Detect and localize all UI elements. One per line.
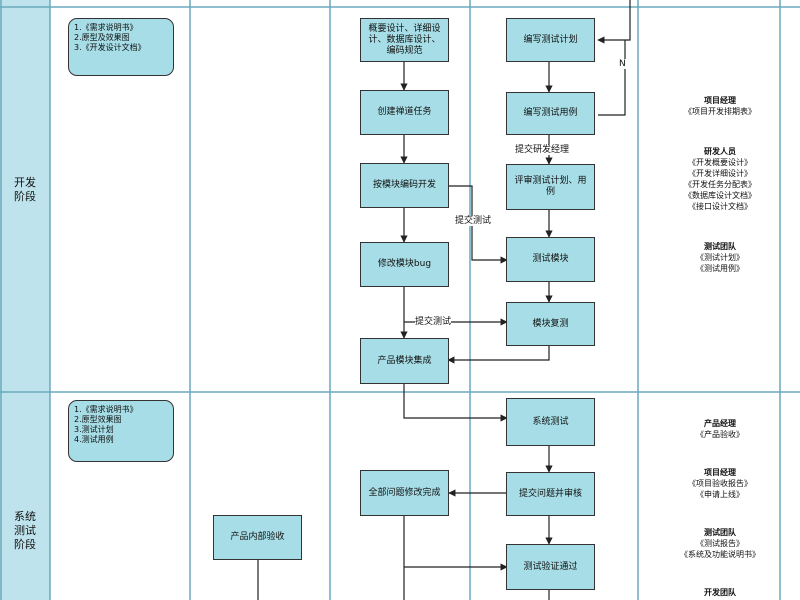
role-title: 研发人员: [704, 147, 736, 156]
node-verify-pass[interactable]: 测试验证通过: [506, 544, 595, 590]
doc-item: 1.《需求说明书》: [74, 405, 138, 414]
phase-label-test: 系统 测试 阶段: [14, 510, 36, 551]
role-item: 《项目开发排期表》: [684, 107, 756, 116]
role-item: 《系统及功能说明书》: [680, 550, 760, 559]
edge-label-submit-test-2: 提交测试: [415, 317, 452, 327]
node-create-task[interactable]: 创建禅道任务: [360, 90, 449, 135]
role-block: 测试团队 《测试报告》 《系统及功能说明书》: [640, 527, 800, 560]
node-integrate[interactable]: 产品模块集成: [360, 338, 449, 384]
node-module-retest[interactable]: 模块复测: [506, 302, 595, 346]
role-item: 《项目验收报告》: [688, 479, 752, 488]
role-item: 《开发详细设计》: [688, 169, 752, 178]
node-fix-all[interactable]: 全部问题修改完成: [360, 470, 449, 516]
edge-retest-to-integrate: [447, 346, 550, 364]
edge-loop-n: [598, 40, 626, 116]
role-title: 项目经理: [704, 96, 736, 105]
role-title: 产品经理: [704, 419, 736, 428]
role-item: 《开发概要设计》: [688, 158, 752, 167]
edge-label-submit-dev-mgr: 提交研发经理: [515, 145, 570, 155]
node-review[interactable]: 评审测试计划、用 例: [506, 164, 595, 210]
role-item: 《产品验收》: [696, 430, 744, 439]
doc-item: 2.原型效果图: [74, 415, 122, 424]
phase-column-dev: [0, 0, 50, 392]
edge-integrate-to-systest: [403, 384, 508, 422]
node-write-plan[interactable]: 编写测试计划: [506, 18, 595, 62]
doc-item: 1.《需求说明书》: [74, 23, 138, 32]
input-docs-dev: 1.《需求说明书》 2.原型及效果图 3.《开发设计文档》: [68, 18, 174, 76]
node-fix-bug[interactable]: 修改模块bug: [360, 242, 449, 287]
role-item: 《接口设计文档》: [688, 202, 752, 211]
edge-label-submit-test-1: 提交测试: [455, 216, 492, 226]
role-title: 测试团队: [704, 528, 736, 537]
input-docs-test: 1.《需求说明书》 2.原型效果图 3.测试计划 4.测试用例: [68, 400, 174, 462]
role-item: 《数据库设计文档》: [684, 191, 756, 200]
edge-top-to-write-plan: [597, 0, 631, 44]
node-internal-accept[interactable]: 产品内部验收: [213, 515, 302, 560]
role-title: 项目经理: [704, 468, 736, 477]
role-block: 产品经理 《产品验收》: [640, 418, 800, 440]
role-item: 《测试报告》: [696, 539, 744, 548]
role-title: 测试团队: [704, 242, 736, 251]
role-title: 开发团队: [704, 588, 736, 597]
node-module-test[interactable]: 测试模块: [506, 237, 595, 282]
role-item: 《申请上线》: [696, 490, 744, 499]
edge-label-n: N: [619, 59, 626, 69]
node-design[interactable]: 概要设计、详细设 计、数据库设计、 编码规范: [360, 18, 449, 62]
role-block: 项目经理 《项目验收报告》 《申请上线》: [640, 467, 800, 500]
phase-column-test: [0, 392, 50, 600]
doc-item: 3.《开发设计文档》: [74, 43, 146, 52]
doc-item: 4.测试用例: [74, 435, 114, 444]
role-item: 《测试计划》: [696, 253, 744, 262]
role-block: 测试团队 《测试计划》 《测试用例》: [640, 241, 800, 274]
role-item: 《测试用例》: [696, 264, 744, 273]
role-block: 开发团队: [640, 587, 800, 598]
node-coding[interactable]: 按模块编码开发: [360, 163, 449, 208]
role-item: 《开发任务分配表》: [684, 180, 756, 189]
node-write-cases[interactable]: 编写测试用例: [506, 92, 595, 135]
phase-label-dev: 开发 阶段: [14, 176, 36, 203]
node-submit-issue[interactable]: 提交问题并审核: [506, 472, 595, 516]
role-block: 研发人员 《开发概要设计》 《开发详细设计》 《开发任务分配表》 《数据库设计文…: [640, 146, 800, 212]
doc-item: 2.原型及效果图: [74, 33, 130, 42]
doc-item: 3.测试计划: [74, 425, 114, 434]
node-system-test[interactable]: 系统测试: [506, 398, 595, 446]
role-block: 项目经理 《项目开发排期表》: [640, 95, 800, 117]
